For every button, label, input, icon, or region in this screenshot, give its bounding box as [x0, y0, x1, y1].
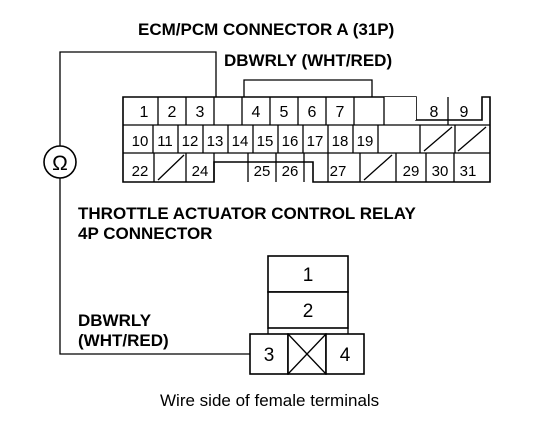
dbwrly-top-label: DBWRLY (WHT/RED)	[224, 51, 392, 70]
relay-pin-4-cell	[325, 333, 365, 375]
ecm-pin-4: 4	[252, 104, 261, 121]
ecm-pin-13: 13	[207, 133, 224, 150]
ecm-pin-29: 29	[403, 163, 420, 180]
relay-empty-cross-b	[287, 333, 327, 375]
relay-connector: 1 2 3 4	[249, 255, 365, 375]
ecm-pin-14: 14	[232, 133, 249, 150]
relay-pin-1-cell	[267, 255, 349, 293]
ecm-empty-21	[457, 126, 487, 152]
ecm-empty-23	[157, 154, 185, 181]
dbwrly-left-label: DBWRLY	[78, 311, 152, 330]
ecm-pin-16: 16	[282, 133, 299, 150]
jumper-bracket-4-7	[243, 79, 373, 97]
ohmmeter-circle	[43, 145, 77, 179]
ecm-pin-12: 12	[182, 133, 199, 150]
ecm-pin-25: 25	[254, 163, 271, 180]
ecm-pin-10: 10	[132, 133, 149, 150]
ecm-row2: 10 11 12 13 14 15 16 17 18 19	[132, 133, 374, 150]
ecm-pin-7: 7	[336, 104, 345, 121]
ecm-pin-18: 18	[332, 133, 349, 150]
relay-pin-4: 4	[340, 345, 351, 366]
relay-connector-subtitle: 4P CONNECTOR	[78, 224, 212, 243]
ecm-pin-17: 17	[307, 133, 324, 150]
ecm-row1: 1 2 3 4 5 6 7 8 9	[140, 104, 469, 121]
ecm-pin-19: 19	[357, 133, 374, 150]
ecm-pin-26: 26	[282, 163, 299, 180]
relay-pin-2-cell	[267, 291, 349, 329]
ecm-pin-9: 9	[460, 104, 469, 121]
dbwrly-left-color: (WHT/RED)	[78, 331, 169, 350]
ecm-pin-5: 5	[280, 104, 289, 121]
ecm-connector-notch	[384, 97, 416, 120]
ecm-pin-31: 31	[460, 163, 477, 180]
wire-pin3-to-meter	[59, 51, 217, 146]
caption: Wire side of female terminals	[160, 391, 379, 410]
relay-connector-title: THROTTLE ACTUATOR CONTROL RELAY	[78, 204, 416, 223]
ecm-row3: 22 24 25 26 27 29 30 31	[132, 163, 477, 180]
relay-pin-1: 1	[303, 265, 314, 286]
ecm-pin-3: 3	[196, 104, 205, 121]
ecm-pin-27: 27	[330, 163, 347, 180]
ecm-connector-title: ECM/PCM CONNECTOR A (31P)	[138, 20, 394, 39]
ecm-pin-30: 30	[432, 163, 449, 180]
ecm-empty-20	[423, 126, 453, 152]
ecm-pin-2: 2	[168, 104, 177, 121]
ecm-pin-22: 22	[132, 163, 149, 180]
ohm-icon: Ω	[52, 152, 68, 175]
ecm-pin-11: 11	[157, 133, 173, 150]
ecm-pin-8: 8	[430, 104, 439, 121]
ecm-empty-28	[363, 154, 393, 181]
ohmmeter: Ω	[43, 145, 77, 179]
ecm-pin-6: 6	[308, 104, 317, 121]
ecm-pin-24: 24	[192, 163, 209, 180]
wire-meter-to-relay-pin3	[59, 178, 250, 355]
relay-pin-2: 2	[303, 301, 314, 322]
ecm-pin-15: 15	[257, 133, 274, 150]
ecm-pin-1: 1	[140, 104, 149, 121]
ecm-connector-grid	[123, 97, 490, 182]
relay-pin-3: 3	[264, 345, 275, 366]
